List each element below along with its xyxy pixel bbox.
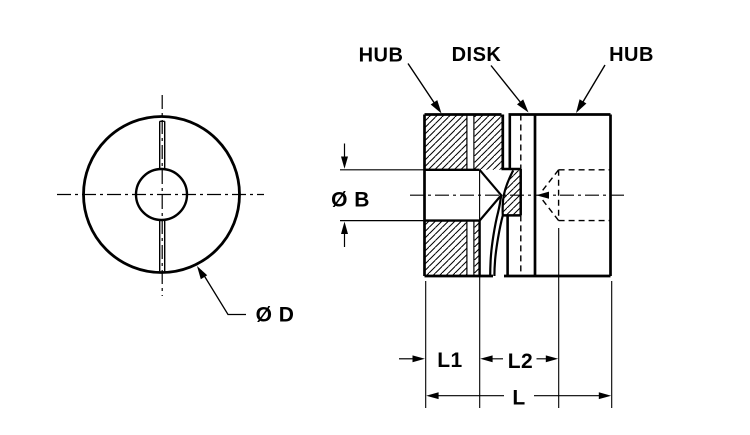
hub-left-leader	[407, 63, 436, 105]
hub-hatch-top-right	[474, 114, 502, 170]
hub-hatch-bottom-right	[474, 220, 480, 276]
outer-diameter-circle	[82, 115, 241, 274]
dimension-extension-lines	[425, 228, 613, 408]
label-disk: DISK	[452, 44, 502, 66]
dia-d-leader-arrow-icon	[197, 266, 208, 280]
hub-left-leader-arrow-icon	[430, 100, 442, 114]
hub-hatch-top-left	[424, 114, 467, 170]
label-l: L	[512, 387, 525, 410]
dimension-l	[426, 392, 612, 400]
hub-right-leader	[581, 64, 606, 104]
label-dia-d: Ø D	[256, 304, 295, 327]
dia-d-leader	[200, 270, 246, 316]
clamp-slit-top	[159, 120, 166, 170]
label-l1: L1	[437, 349, 463, 372]
section-view	[410, 113, 627, 278]
l-left-arrow-icon	[426, 392, 439, 400]
front-view	[57, 95, 264, 316]
dia-b-up-arrow-icon	[341, 221, 348, 234]
bore-circle	[134, 167, 189, 222]
dimension-dia-b	[340, 143, 424, 247]
clamp-slot-edges	[466, 114, 475, 276]
hub-right-leader-arrow-icon	[576, 99, 587, 113]
dia-b-shelf-lines	[340, 169, 424, 222]
disk-leader-arrow-icon	[517, 99, 529, 113]
tenon-hatch	[479, 170, 521, 216]
right-hub-hidden-bore	[540, 169, 611, 222]
l2-left-arrow-icon	[480, 355, 493, 363]
part-leaders	[407, 63, 606, 114]
dimension-l1	[399, 355, 425, 363]
dia-b-down-arrow-icon	[341, 156, 348, 169]
l1-arrow-icon	[412, 355, 425, 363]
disk-leader	[490, 65, 522, 104]
disk-left-edge	[506, 114, 512, 276]
label-hub-left: HUB	[359, 45, 404, 67]
label-dia-b: Ø B	[331, 189, 370, 212]
l2-right-arrow-icon	[545, 355, 559, 363]
text-labels: HUB DISK HUB Ø B Ø D L1 L2 L	[256, 44, 654, 410]
dimensions	[340, 143, 613, 408]
dimension-l2	[480, 355, 559, 363]
hub-hatch-bottom-left	[424, 220, 467, 276]
clamp-slit-bottom	[159, 219, 166, 272]
label-hub-right: HUB	[609, 44, 654, 66]
l-right-arrow-icon	[598, 392, 612, 400]
label-l2: L2	[508, 350, 534, 373]
tenon-inner-curve	[489, 195, 503, 277]
bore-lines	[424, 168, 480, 222]
